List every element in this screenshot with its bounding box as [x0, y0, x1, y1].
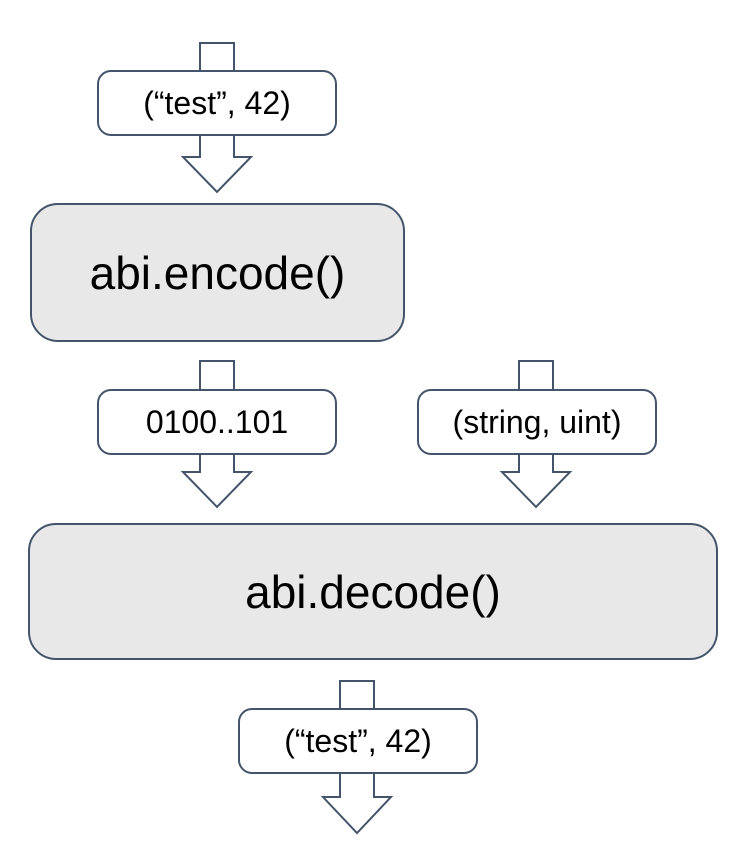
decoded-tuple-label: (“test”, 42)	[238, 708, 478, 774]
input-tuple-label: (“test”, 42)	[97, 70, 337, 136]
types-tuple-label: (string, uint)	[417, 389, 657, 455]
abi-decode-box: abi.decode()	[28, 523, 718, 660]
abi-encode-box: abi.encode()	[30, 203, 405, 342]
encoded-bytes-label: 0100..101	[97, 389, 337, 455]
